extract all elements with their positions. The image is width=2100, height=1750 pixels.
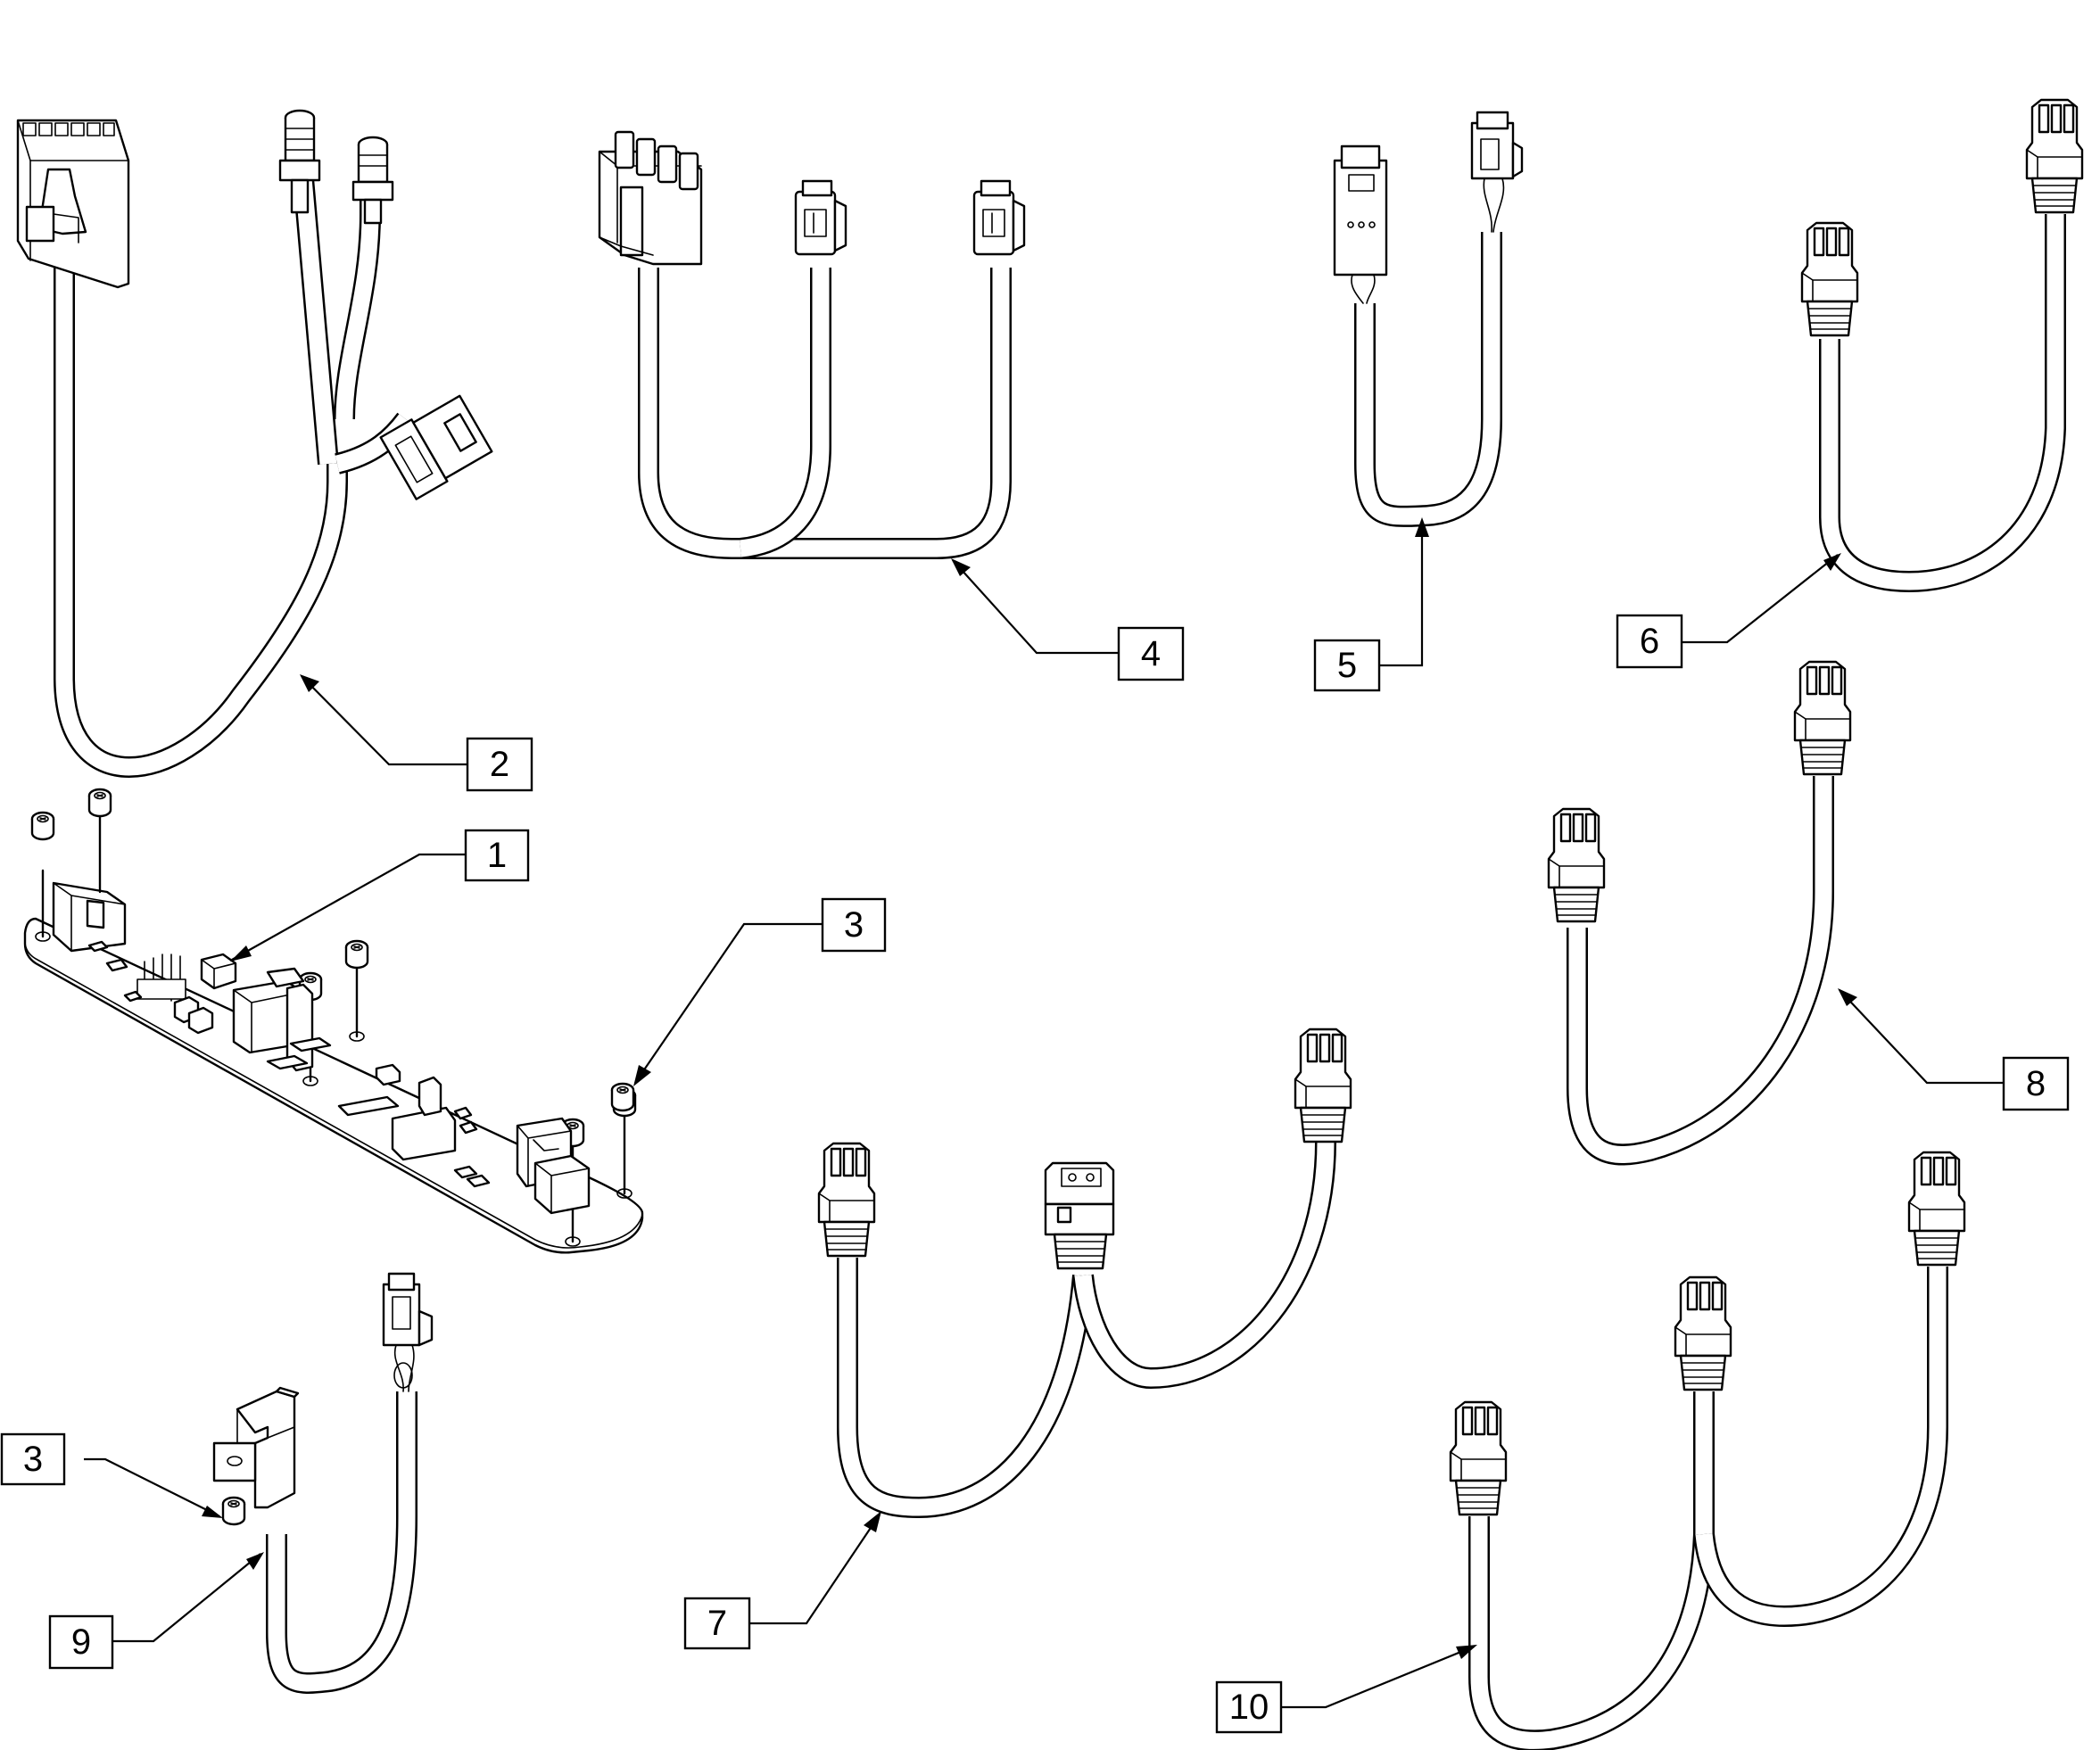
callout-7-label: 7 [707,1604,727,1643]
callout-5-label: 5 [1337,646,1357,685]
callout-6-label: 6 [1640,622,1659,661]
leaders [84,517,2004,1709]
harness-item-5 [1333,111,1524,527]
circuit-board-item-1 [23,788,644,1254]
harness-item-4 [598,130,1026,559]
callout-7: 7 [683,1597,751,1650]
harness-item-8 [1547,660,1852,1166]
callout-3-upper: 3 [821,897,887,953]
callout-2-label: 2 [490,745,509,784]
callout-10: 10 [1215,1680,1283,1734]
callout-9-label: 9 [71,1622,91,1662]
callout-3-lower: 3 [0,1432,66,1486]
callout-8: 8 [2002,1056,2070,1111]
callout-4: 4 [1117,626,1185,681]
harness-item-7 [817,1028,1352,1518]
callout-3-upper-label: 3 [844,905,864,945]
harness-item-10 [1449,1151,1966,1750]
screw-item-3 [610,1082,635,1112]
callout-8-label: 8 [2026,1064,2046,1103]
callout-5: 5 [1313,639,1381,692]
callout-1-label: 1 [487,836,507,875]
callout-2: 2 [466,737,533,792]
callout-3-lower-label: 3 [23,1440,43,1479]
callout-9: 9 [48,1614,114,1670]
callout-6: 6 [1616,614,1683,669]
callout-4-label: 4 [1141,634,1161,673]
harness-item-2 [16,109,493,778]
callout-10-label: 10 [1229,1688,1269,1727]
sensor-item-9 [212,1272,434,1694]
callout-1: 1 [464,829,530,882]
harness-item-6 [1800,98,2084,592]
